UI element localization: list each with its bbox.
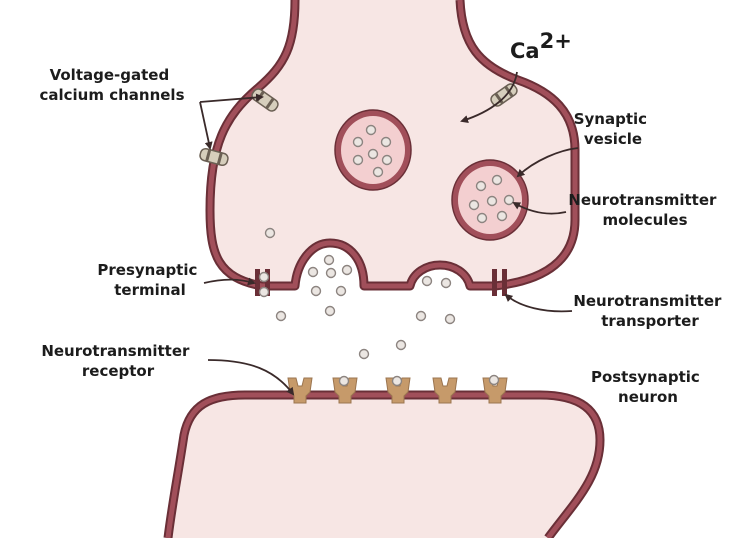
molecule (343, 266, 352, 275)
molecule (478, 214, 487, 223)
molecule (337, 287, 346, 296)
molecule (354, 138, 363, 147)
presynaptic-terminal-label: Presynaptic terminal (97, 261, 202, 299)
arrow-to-receptor (208, 360, 293, 394)
molecule (326, 307, 335, 316)
molecule (417, 312, 426, 321)
molecule (397, 341, 406, 350)
molecule (367, 126, 376, 135)
molecule (423, 277, 432, 286)
molecule (354, 156, 363, 165)
molecule (490, 376, 499, 385)
postsynaptic-cytoplasm (168, 395, 600, 538)
neurotransmitter-transporter-label: Neurotransmitter transporter (573, 292, 726, 330)
molecule (340, 377, 349, 386)
molecule (309, 268, 318, 277)
postsynaptic-neuron-label: Postsynaptic neuron (591, 368, 705, 406)
molecule (277, 312, 286, 321)
molecule (488, 197, 497, 206)
molecule (477, 182, 486, 191)
molecule (498, 212, 507, 221)
calcium-charge: 2+ (540, 29, 572, 53)
molecule (442, 279, 451, 288)
molecule (327, 269, 336, 278)
arrow-to-transporter (506, 295, 572, 311)
molecule (493, 176, 502, 185)
molecule (505, 196, 514, 205)
arrow-to-lower-channel (200, 102, 210, 148)
molecule (383, 156, 392, 165)
molecule (312, 287, 321, 296)
molecule (360, 350, 369, 359)
calcium-ion-label: Ca2+ (510, 29, 572, 63)
molecule (382, 138, 391, 147)
postsynaptic-neuron (168, 395, 600, 538)
molecule (393, 377, 402, 386)
molecule (325, 256, 334, 265)
molecule (369, 150, 378, 159)
molecule (470, 201, 479, 210)
molecule (374, 168, 383, 177)
neurotransmitter-receptor-label: Neurotransmitter receptor (41, 342, 194, 380)
molecule (260, 288, 269, 297)
molecule (446, 315, 455, 324)
neurotransmitter-molecules-label: Neurotransmitter molecules (568, 191, 721, 229)
molecule (266, 229, 275, 238)
molecule (260, 273, 269, 282)
vgcc-label: Voltage-gated calcium channels (39, 66, 184, 104)
synaptic-vesicle-label: Synaptic vesicle (574, 110, 653, 148)
